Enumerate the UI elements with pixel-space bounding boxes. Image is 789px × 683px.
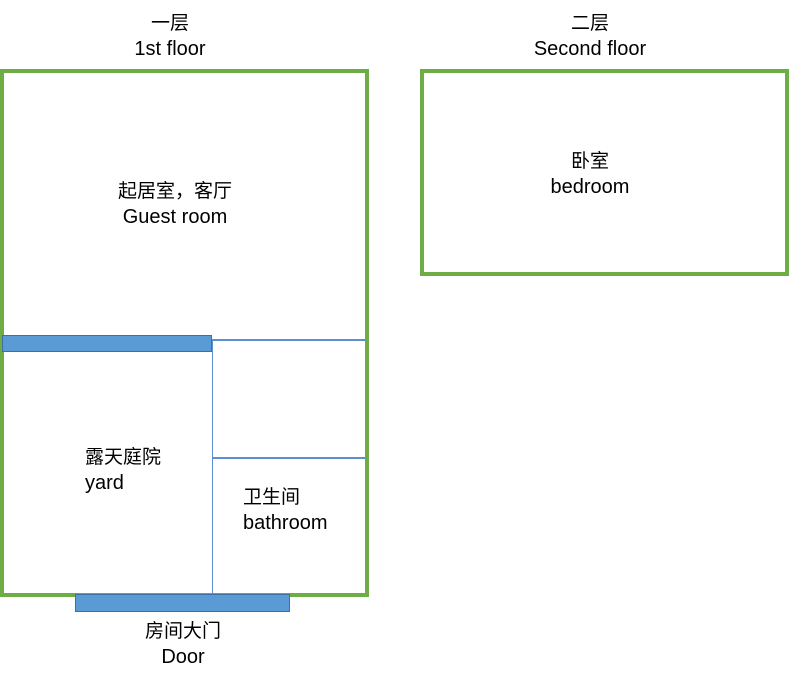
bedroom-label-en: bedroom (550, 176, 630, 198)
guest-room-label: 起居室，客厅 Guest room (100, 178, 250, 230)
bedroom-label-zh: 卧室 (570, 150, 609, 172)
interior-wall-horizontal-lower (212, 457, 366, 459)
floor2-outline (420, 69, 789, 276)
entrance-door-bar (75, 594, 290, 612)
floor2-title: 二层 Second floor (515, 10, 665, 62)
floor1-title-en: 1st floor (134, 38, 206, 60)
guest-room-label-en: Guest room (122, 206, 228, 228)
floor1-title-zh: 一层 (150, 12, 189, 34)
floor2-title-en: Second floor (533, 38, 647, 60)
yard-wall-bar (2, 335, 212, 352)
door-label-zh: 房间大门 (144, 620, 221, 642)
interior-wall-horizontal-upper (212, 339, 366, 341)
door-label: 房间大门 Door (123, 618, 243, 670)
bathroom-label: 卫生间 bathroom (243, 484, 328, 536)
bathroom-label-en: bathroom (243, 512, 328, 534)
floor1-title: 一层 1st floor (110, 10, 230, 62)
yard-label-zh: 露天庭院 (85, 446, 162, 468)
floor2-title-zh: 二层 (570, 12, 609, 34)
door-label-en: Door (161, 646, 205, 668)
interior-wall-vertical (212, 339, 213, 594)
yard-label: 露天庭院 yard (85, 444, 161, 496)
yard-label-en: yard (85, 472, 124, 494)
guest-room-label-zh: 起居室，客厅 (117, 180, 232, 202)
bathroom-label-zh: 卫生间 (243, 486, 301, 508)
bedroom-label: 卧室 bedroom (530, 148, 650, 200)
